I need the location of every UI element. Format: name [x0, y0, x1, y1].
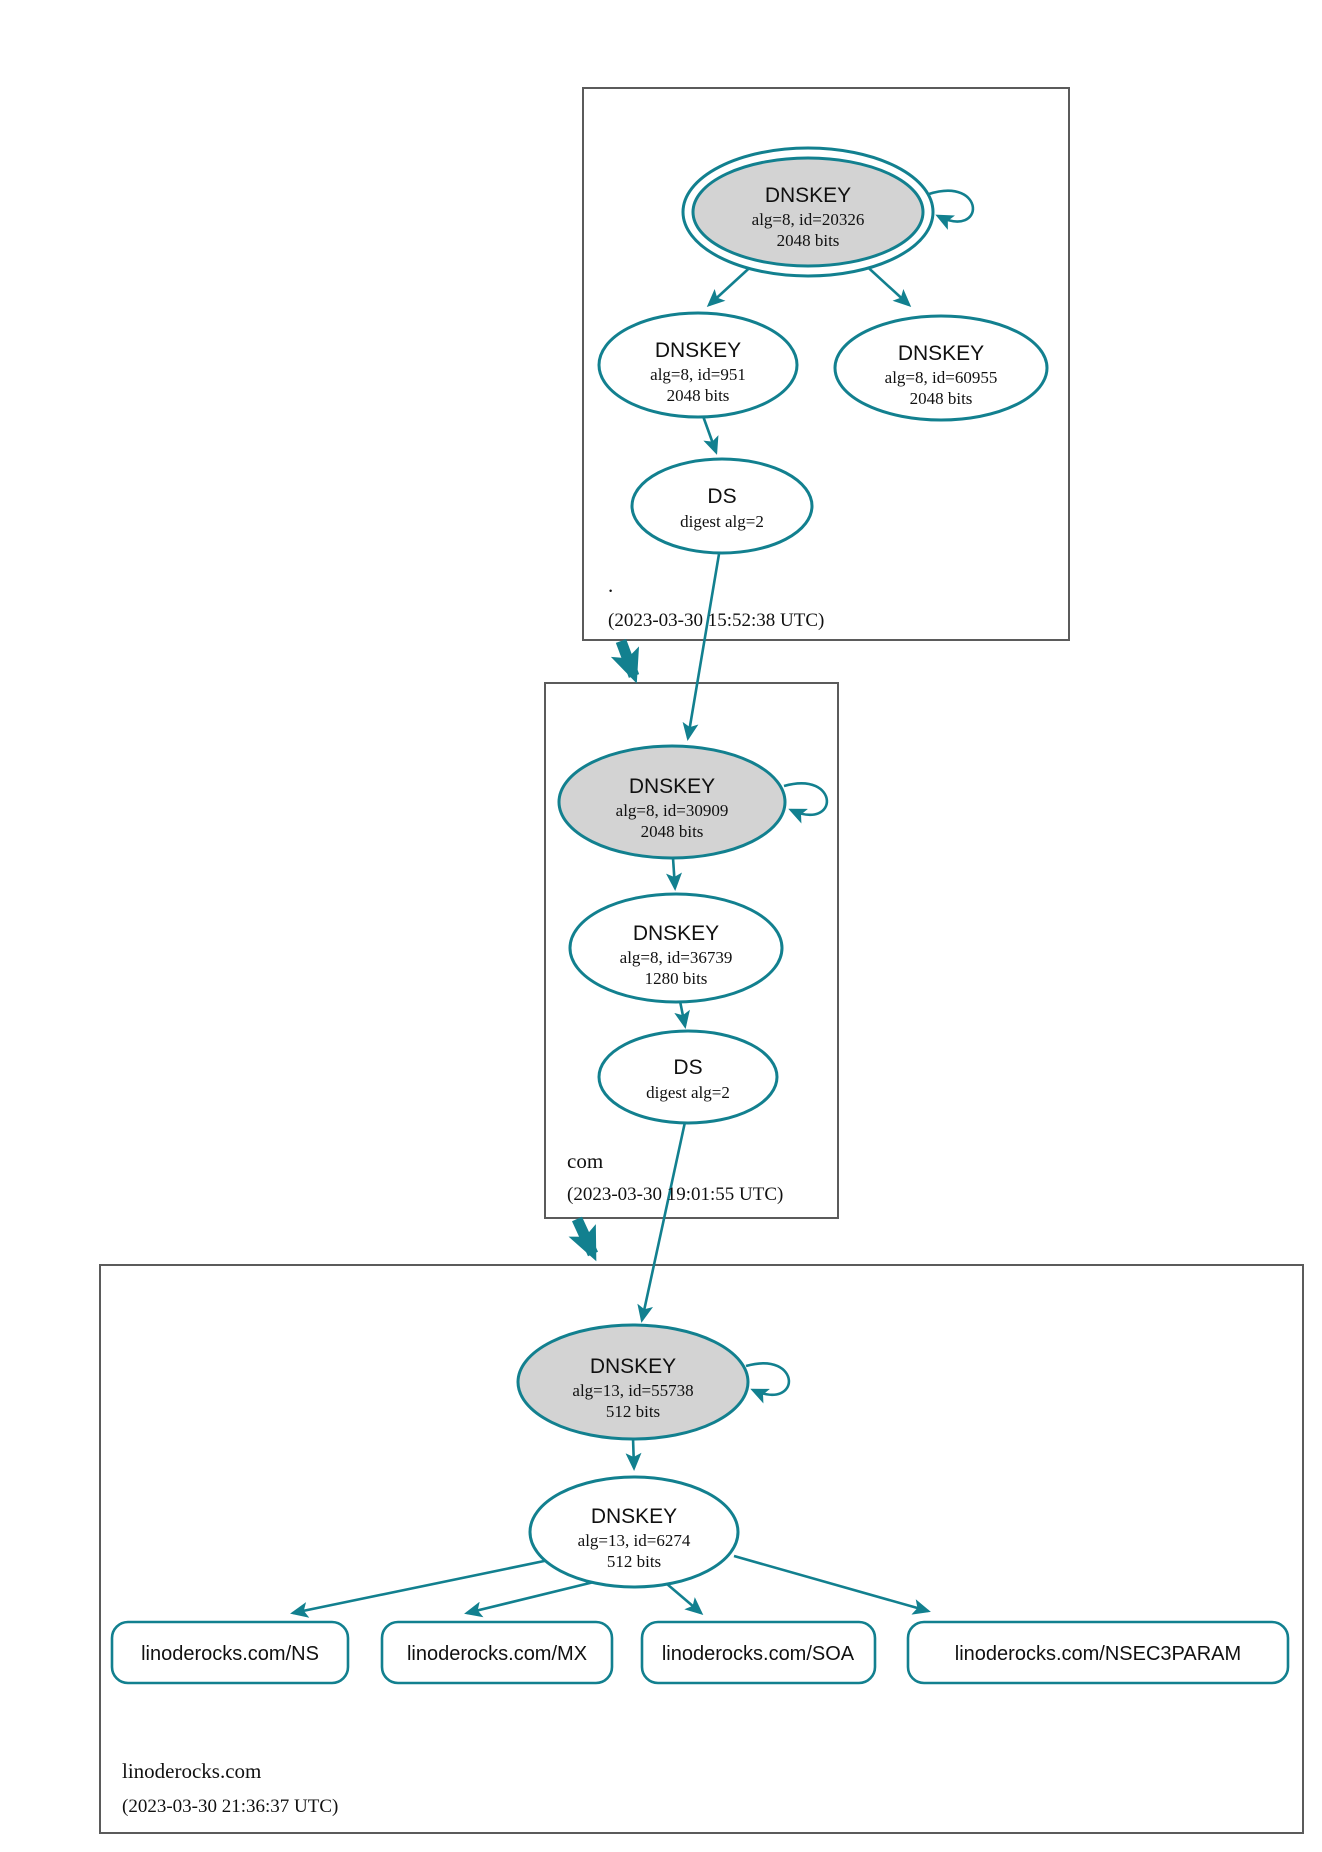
rrsig-edge-zsk-to-nsec3param [733, 1554, 931, 1615]
node-detail: alg=13, id=6274 [578, 1531, 691, 1550]
rrset-label: linoderocks.com/SOA [662, 1643, 855, 1665]
node-title: DNSKEY [633, 922, 719, 945]
node-detail: alg=8, id=20326 [752, 210, 865, 229]
node-bits: 2048 bits [667, 386, 730, 405]
zone-timestamp-com: (2023-03-30 19:01:55 UTC) [567, 1184, 783, 1205]
zone-label-root: . [608, 573, 613, 597]
zone-label-linoderocks: linoderocks.com [122, 1759, 261, 1783]
rrset-label: linoderocks.com/NSEC3PARAM [955, 1643, 1241, 1665]
rrset-node-ns[interactable]: linoderocks.com/NS [110, 1620, 350, 1685]
node-detail: digest alg=2 [680, 512, 764, 531]
ds-edge-comds-to-linodeksk [637, 1121, 687, 1323]
node-title: DNSKEY [629, 775, 715, 798]
node-title: DNSKEY [898, 342, 984, 365]
node-detail: alg=13, id=55738 [572, 1381, 693, 1400]
node-bits: 512 bits [606, 1402, 660, 1421]
node-detail: alg=8, id=951 [650, 365, 746, 384]
ds-edge-rootds-to-comksk [682, 553, 721, 741]
zone-box-com [544, 682, 839, 1219]
rrset-node-mx[interactable]: linoderocks.com/MX [380, 1620, 614, 1685]
self-sign-loop-linode-ksk [745, 1362, 791, 1404]
node-bits: 2048 bits [777, 231, 840, 250]
node-detail: alg=8, id=60955 [885, 368, 998, 387]
dnskey-node-root-zsk-951[interactable]: DNSKEY alg=8, id=951 2048 bits [597, 311, 799, 419]
delegation-arrow-root-to-com [610, 639, 640, 684]
rrsig-edge-comksk-to-zsk36739 [666, 857, 682, 891]
rrset-label: linoderocks.com/MX [407, 1643, 587, 1665]
rrsig-edge-zsk951-to-ds [701, 415, 719, 455]
self-sign-loop-com-ksk [783, 782, 829, 824]
rrsig-edge-zsk-to-soa [666, 1583, 704, 1615]
rrsig-edge-zsk-to-ns [290, 1558, 550, 1618]
rrsig-edge-linodeksk-to-zsk6274 [625, 1437, 642, 1471]
node-title: DNSKEY [590, 1355, 676, 1378]
node-title: DNSKEY [591, 1505, 677, 1528]
dnskey-node-linode-ksk-55738[interactable]: DNSKEY alg=13, id=55738 512 bits [516, 1323, 750, 1441]
dnskey-node-com-ksk-30909[interactable]: DNSKEY alg=8, id=30909 2048 bits [557, 744, 787, 860]
delegation-arrow-com-to-linoderocks [568, 1216, 599, 1262]
dnskey-node-root-zsk-60955[interactable]: DNSKEY alg=8, id=60955 2048 bits [833, 314, 1049, 422]
dnskey-node-com-zsk-36739[interactable]: DNSKEY alg=8, id=36739 1280 bits [568, 892, 784, 1004]
node-title: DS [673, 1056, 702, 1079]
zone-timestamp-linoderocks: (2023-03-30 21:36:37 UTC) [122, 1796, 338, 1817]
node-title: DS [707, 485, 736, 508]
node-bits: 512 bits [607, 1552, 661, 1571]
ds-node-root[interactable]: DS digest alg=2 [630, 457, 814, 555]
node-bits: 2048 bits [641, 822, 704, 841]
rrsig-edge-zsk-to-mx [464, 1579, 599, 1618]
zone-timestamp-root: (2023-03-30 15:52:38 UTC) [608, 610, 824, 631]
node-bits: 1280 bits [645, 969, 708, 988]
self-sign-loop-root-ksk [928, 189, 975, 230]
rrset-node-soa[interactable]: linoderocks.com/SOA [640, 1620, 877, 1685]
dnskey-node-root-ksk-20326[interactable]: DNSKEY alg=8, id=20326 2048 bits [681, 146, 935, 278]
rrsig-edge-zsk36739-to-ds [674, 1000, 690, 1029]
ds-node-com[interactable]: DS digest alg=2 [597, 1029, 779, 1125]
node-title: DNSKEY [765, 184, 851, 207]
rrset-label: linoderocks.com/NS [141, 1643, 319, 1665]
node-bits: 2048 bits [910, 389, 973, 408]
rrset-node-nsec3param[interactable]: linoderocks.com/NSEC3PARAM [906, 1620, 1290, 1685]
node-detail: digest alg=2 [646, 1083, 730, 1102]
zone-box-root [582, 87, 1070, 641]
dnskey-node-linode-zsk-6274[interactable]: DNSKEY alg=13, id=6274 512 bits [528, 1475, 740, 1589]
node-detail: alg=8, id=30909 [616, 801, 729, 820]
node-title: DNSKEY [655, 339, 741, 362]
zone-label-com: com [567, 1149, 603, 1173]
zone-box-linoderocks [99, 1264, 1304, 1834]
node-detail: alg=8, id=36739 [620, 948, 733, 967]
